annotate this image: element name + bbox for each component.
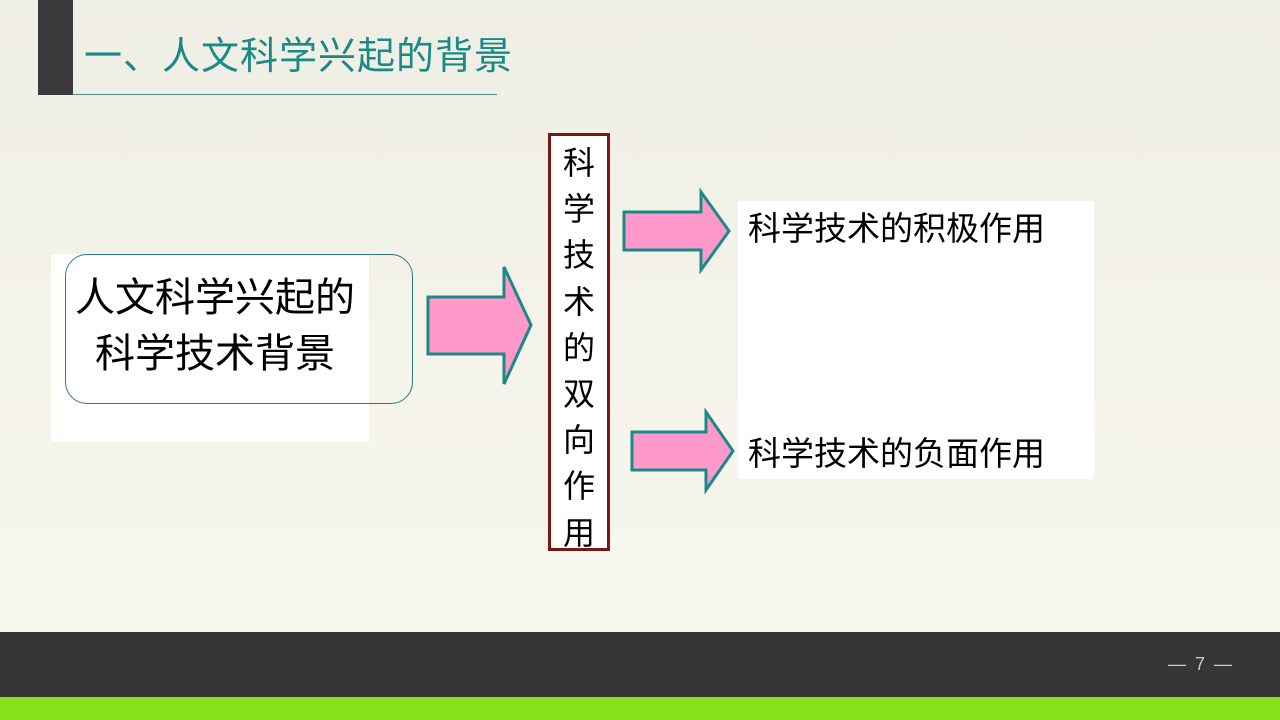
right-arrow-icon	[426, 266, 533, 385]
effects-background	[738, 201, 1094, 479]
footer-accent-strip	[0, 697, 1280, 720]
right-arrow-icon	[622, 188, 731, 274]
positive-effect-label: 科学技术的积极作用	[748, 209, 1045, 248]
page-number: — 7 —	[1167, 654, 1234, 674]
main-topic-line-1: 人文科学兴起的	[75, 275, 355, 321]
title-underline	[73, 94, 497, 95]
right-arrow-icon	[630, 408, 735, 494]
dual-effect-box	[548, 133, 610, 551]
slide-title: 一、人文科学兴起的背景	[84, 34, 514, 78]
main-text-background	[51, 254, 369, 442]
footer-bar	[0, 632, 1280, 697]
negative-effect-label: 科学技术的负面作用	[748, 434, 1045, 473]
main-topic-text: 人文科学兴起的 科学技术背景	[60, 270, 370, 382]
main-topic-line-2: 科学技术背景	[95, 331, 335, 377]
main-topic-box	[65, 254, 413, 404]
dual-effect-text: 科学技术的双向作用	[562, 144, 595, 552]
title-accent-bar	[38, 0, 73, 95]
